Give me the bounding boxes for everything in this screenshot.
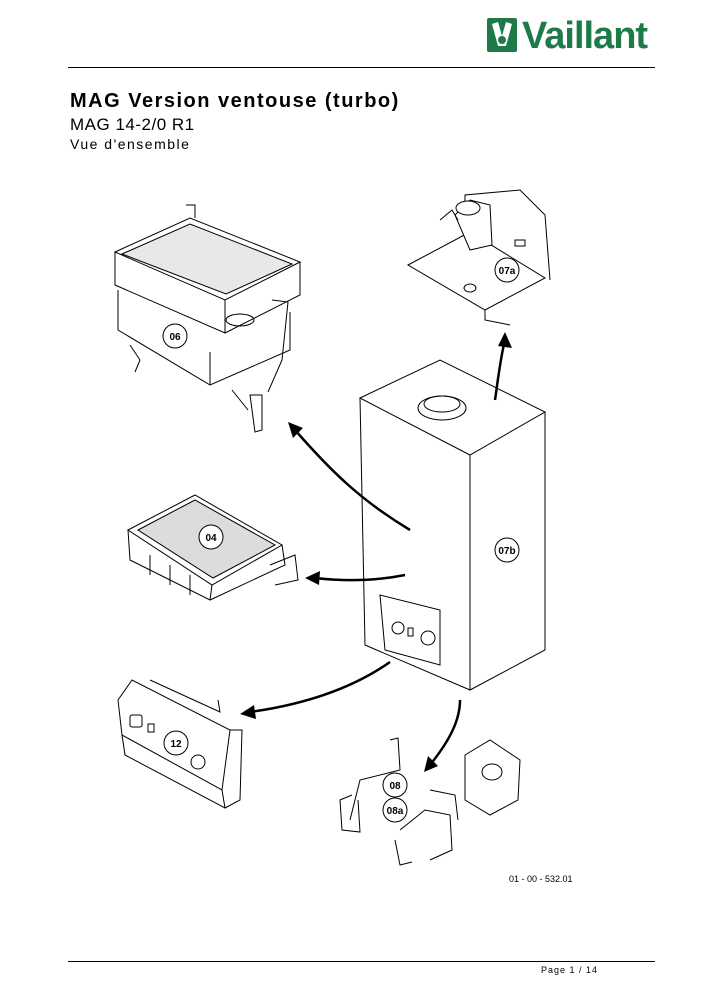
part-label-06: 06 (162, 323, 188, 349)
page-title: MAG Version ventouse (turbo) (70, 90, 400, 112)
part-number: 08a (387, 806, 404, 817)
part-number: 07a (499, 266, 516, 277)
part-label-04: 04 (198, 524, 224, 550)
part-label-07b: 07b (494, 537, 520, 563)
part-label-12: 12 (163, 730, 189, 756)
assembly-arrows (249, 339, 507, 766)
part-number: 06 (169, 332, 181, 343)
model-name: MAG 14-2/0 R1 (70, 115, 195, 134)
part-number: 04 (205, 533, 217, 544)
header-rule (68, 67, 655, 68)
part-label-08: 08 (382, 772, 408, 798)
vaillant-logo: Vaillant (486, 14, 658, 60)
part-number: 08 (389, 781, 401, 792)
heat-exchanger-drawing (113, 204, 302, 433)
part-number: 07b (498, 546, 515, 557)
brand-name: Vaillant (522, 15, 648, 57)
page-number: Page 1 / 14 (541, 965, 599, 975)
gas-valve-drawing (339, 737, 521, 866)
hare-emblem-icon (487, 18, 517, 52)
arrow-heads (240, 332, 512, 772)
part-number: 12 (170, 739, 182, 750)
part-label-08a: 08a (382, 797, 408, 823)
part-label-07a: 07a (494, 257, 520, 283)
fan-unit-drawing (406, 189, 551, 326)
view-name: Vue d'ensemble (70, 136, 191, 152)
drawing-reference: 01 - 00 - 532.01 (509, 874, 573, 884)
boiler-casing-drawing (358, 359, 547, 691)
footer-rule (68, 961, 655, 962)
